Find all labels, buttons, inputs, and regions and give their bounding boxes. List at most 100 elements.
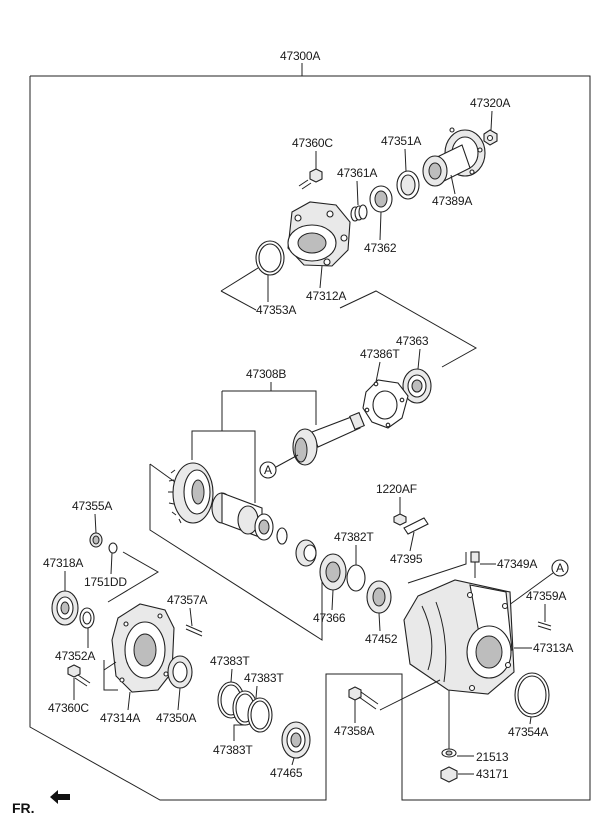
part-47354A-oring <box>514 672 550 718</box>
part-21513-washer <box>441 748 457 758</box>
label-47361A: 47361A <box>337 166 377 180</box>
part-small-ring-1 <box>276 527 288 545</box>
label-47355A: 47355A <box>72 499 112 513</box>
label-47358A: 47358A <box>334 724 374 738</box>
part-47362-bearing <box>369 185 393 213</box>
label-47352A: 47352A <box>55 649 95 663</box>
part-47465-seal <box>281 721 311 759</box>
part-47359A-pin <box>537 621 552 631</box>
callout-a-upper <box>259 454 299 479</box>
part-47358A-bolt <box>348 686 379 710</box>
part-1751DD-clip <box>108 542 118 554</box>
leader-47361A <box>356 180 359 206</box>
leader-47452 <box>378 612 381 632</box>
leader-47383T-b <box>255 685 258 699</box>
bracket-47352A-top <box>103 661 117 671</box>
leader-47386T <box>375 361 381 383</box>
label-47386T: 47386T <box>360 347 400 361</box>
part-needle-bearing-inner <box>303 544 317 562</box>
group-bracket-top-left <box>220 267 259 292</box>
leader-47320A <box>490 110 493 131</box>
part-47357A-pin <box>185 624 203 637</box>
group-bracket-top-lower <box>220 290 257 311</box>
leader-47389A <box>450 174 456 195</box>
part-47386T-shim <box>362 379 409 429</box>
leader-47358A-housing <box>379 679 441 711</box>
label-47320A: 47320A <box>470 96 510 110</box>
label-47383T-c: 47383T <box>213 743 253 757</box>
group-bracket-diff-top <box>149 463 176 483</box>
label-47465: 47465 <box>270 766 303 780</box>
label-47382T: 47382T <box>334 530 374 544</box>
leader-1751DD <box>110 552 113 575</box>
bracket-47308B-inner <box>222 430 256 503</box>
label-47350A: 47350A <box>156 711 196 725</box>
label-47366: 47366 <box>313 611 346 625</box>
assembly-boundary <box>29 63 591 801</box>
part-47382T-shim <box>346 564 366 592</box>
leader-47363 <box>417 348 421 370</box>
part-47360C-bolt-bottom <box>67 664 91 687</box>
part-47395-clip <box>403 517 429 535</box>
leader-47354A <box>529 716 532 725</box>
front-direction-indicator: FR. <box>12 790 70 816</box>
leader-47366 <box>331 589 334 611</box>
group-bracket-diff <box>149 464 323 641</box>
part-small-ring-left-inner <box>82 611 92 625</box>
part-47313A-housing <box>403 579 515 695</box>
part-47318A-seal <box>51 590 79 626</box>
group-bracket-housing <box>407 552 467 584</box>
label-47395: 47395 <box>390 552 423 566</box>
label-47313A: 47313A <box>533 641 573 655</box>
part-ring-gear <box>168 462 214 524</box>
leader-47383T-a <box>230 668 233 683</box>
leader-47395 <box>409 531 415 552</box>
group-bracket-cover <box>107 551 159 603</box>
label-47308B: 47308B <box>246 367 286 381</box>
part-43171-plug <box>440 766 458 783</box>
label-47314A: 47314A <box>100 711 140 725</box>
part-47350A-seal <box>167 655 193 689</box>
leader-47465 <box>291 757 295 766</box>
label-47353A: 47353A <box>256 303 296 317</box>
part-47312A-case <box>287 201 351 267</box>
front-label: FR. <box>12 800 35 816</box>
part-1220AF-bolt <box>393 513 407 526</box>
label-47349A: 47349A <box>497 557 537 571</box>
leader-47383T-c <box>233 724 246 741</box>
callout-a-right <box>504 559 569 609</box>
callout-a-upper-text: A <box>264 463 272 477</box>
label-47362: 47362 <box>364 241 397 255</box>
leader-47351A <box>404 148 407 172</box>
part-47349A-sensor <box>470 551 480 578</box>
label-21513: 21513 <box>476 750 509 764</box>
part-47383T-shim-stack <box>217 681 273 733</box>
leader-47362 <box>379 211 382 241</box>
label-47359A: 47359A <box>526 589 566 603</box>
part-47363-bearing <box>402 368 432 404</box>
part-47320A-nut <box>483 129 498 146</box>
leader-47314A <box>127 691 131 711</box>
leader-47350A <box>177 687 181 711</box>
part-47452-bearing <box>366 580 392 614</box>
label-1220AF: 1220AF <box>376 482 417 496</box>
part-47353A-oring <box>255 240 285 276</box>
part-differential-shaft <box>211 492 274 541</box>
label-47383T-a: 47383T <box>210 654 250 668</box>
label-47318A: 47318A <box>43 556 83 570</box>
leader-47357A <box>189 607 193 627</box>
part-pinion-gear <box>292 411 365 466</box>
label-47354A: 47354A <box>508 725 548 739</box>
part-47351A-seal <box>396 170 420 200</box>
leader-47312A <box>319 265 323 289</box>
label-47360C-top: 47360C <box>292 136 333 150</box>
front-arrow-icon <box>50 790 70 804</box>
label-47383T-b: 47383T <box>244 671 284 685</box>
part-47360C-bolt-top <box>298 168 323 190</box>
part-47389A-flange <box>422 127 486 187</box>
leader-47355A <box>94 513 97 534</box>
part-47361A-ring <box>350 204 368 222</box>
label-47312A: 47312A <box>306 289 346 303</box>
group-bracket-right <box>339 290 478 368</box>
